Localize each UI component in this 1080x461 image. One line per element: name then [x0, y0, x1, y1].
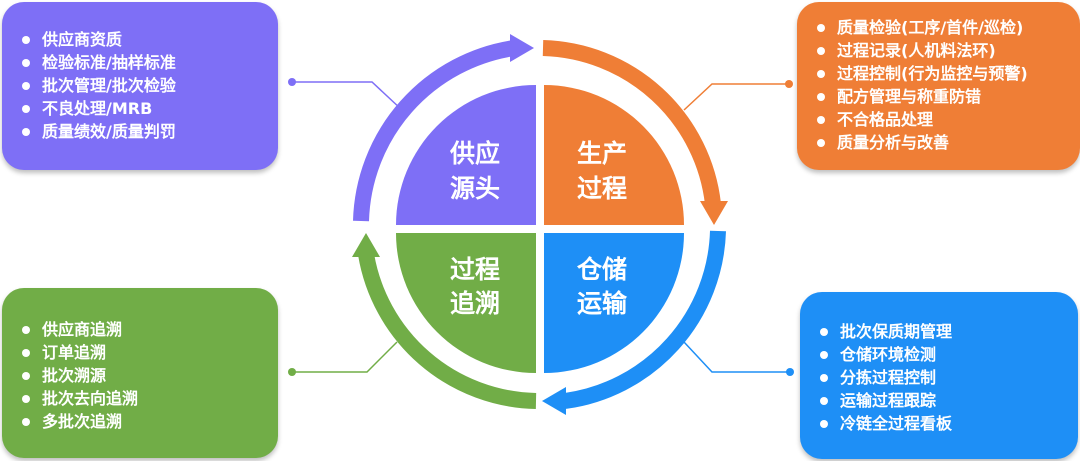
panel-supply-list: 供应商资质 检验标准/抽样标准 批次管理/批次检验 不良处理/MRB 质量绩效/…: [2, 2, 278, 143]
list-item: 批次去向追溯: [20, 387, 278, 410]
quadrant-trace-label-1: 过程: [450, 255, 500, 284]
list-item: 批次保质期管理: [818, 320, 1078, 343]
list-item: 订单追溯: [20, 341, 278, 364]
panel-production-list: 质量检验(工序/首件/巡检) 过程记录(人机料法环) 过程控制(行为监控与预警)…: [797, 2, 1080, 154]
panel-storage-list: 批次保质期管理 仓储环境检测 分拣过程控制 运输过程跟踪 冷链全过程看板: [800, 292, 1078, 435]
arrow-head-trace-icon: [352, 233, 380, 257]
list-item: 多批次追溯: [20, 410, 278, 433]
quadrant-supply-label-1: 供应: [449, 139, 500, 168]
arc-trace: [358, 252, 537, 409]
list-item: 供应商追溯: [20, 318, 278, 341]
quadrant-trace: [396, 233, 536, 373]
quadrant-storage-label-2: 运输: [577, 289, 628, 318]
arrow-head-storage-icon: [542, 387, 566, 415]
panel-trace-list: 供应商追溯 订单追溯 批次溯源 批次去向追溯 多批次追溯: [2, 288, 278, 433]
list-item: 检验标准/抽样标准: [20, 51, 278, 74]
arc-storage: [563, 230, 726, 409]
arrow-head-supply-icon: [510, 34, 534, 62]
list-item: 仓储环境检测: [818, 343, 1078, 366]
quadrant-production: [544, 85, 684, 225]
quadrant-storage: [544, 233, 684, 373]
arc-production: [542, 40, 721, 205]
list-item: 质量分析与改善: [815, 131, 1080, 154]
panel-storage: 批次保质期管理 仓储环境检测 分拣过程控制 运输过程跟踪 冷链全过程看板: [800, 292, 1078, 459]
quadrant-production-label-2: 过程: [577, 174, 627, 203]
list-item: 过程控制(行为监控与预警): [815, 62, 1080, 85]
list-item: 不良处理/MRB: [20, 97, 278, 120]
quadrant-trace-label-2: 追溯: [450, 289, 500, 318]
panel-trace: 供应商追溯 订单追溯 批次溯源 批次去向追溯 多批次追溯: [2, 288, 278, 458]
list-item: 配方管理与称重防错: [815, 85, 1080, 108]
connector-storage: [683, 341, 790, 373]
connector-supply: [292, 81, 403, 111]
list-item: 质量绩效/质量判罚: [20, 120, 278, 143]
connector-dot-supply: [288, 78, 296, 86]
panel-supply: 供应商资质 检验标准/抽样标准 批次管理/批次检验 不良处理/MRB 质量绩效/…: [2, 2, 278, 170]
quadrant-supply-label-2: 源头: [450, 174, 500, 203]
quadrant-supply: [396, 85, 536, 225]
list-item: 供应商资质: [20, 28, 278, 51]
arc-supply: [353, 40, 516, 222]
list-item: 不合格品处理: [815, 108, 1080, 131]
list-item: 运输过程跟踪: [818, 389, 1078, 412]
connector-dot-trace: [288, 368, 296, 376]
arrow-head-production-icon: [700, 201, 728, 225]
list-item: 批次溯源: [20, 364, 278, 387]
connector-trace: [292, 341, 398, 373]
connector-production: [683, 83, 789, 111]
quadrant-storage-label-1: 仓储: [576, 255, 627, 284]
list-item: 批次管理/批次检验: [20, 74, 278, 97]
quadrant-production-label-1: 生产: [577, 139, 627, 168]
connector-dot-production: [785, 80, 793, 88]
list-item: 分拣过程控制: [818, 366, 1078, 389]
list-item: 过程记录(人机料法环): [815, 39, 1080, 62]
connector-dot-storage: [786, 368, 794, 376]
panel-production: 质量检验(工序/首件/巡检) 过程记录(人机料法环) 过程控制(行为监控与预警)…: [797, 2, 1080, 170]
list-item: 质量检验(工序/首件/巡检): [815, 16, 1080, 39]
list-item: 冷链全过程看板: [818, 412, 1078, 435]
